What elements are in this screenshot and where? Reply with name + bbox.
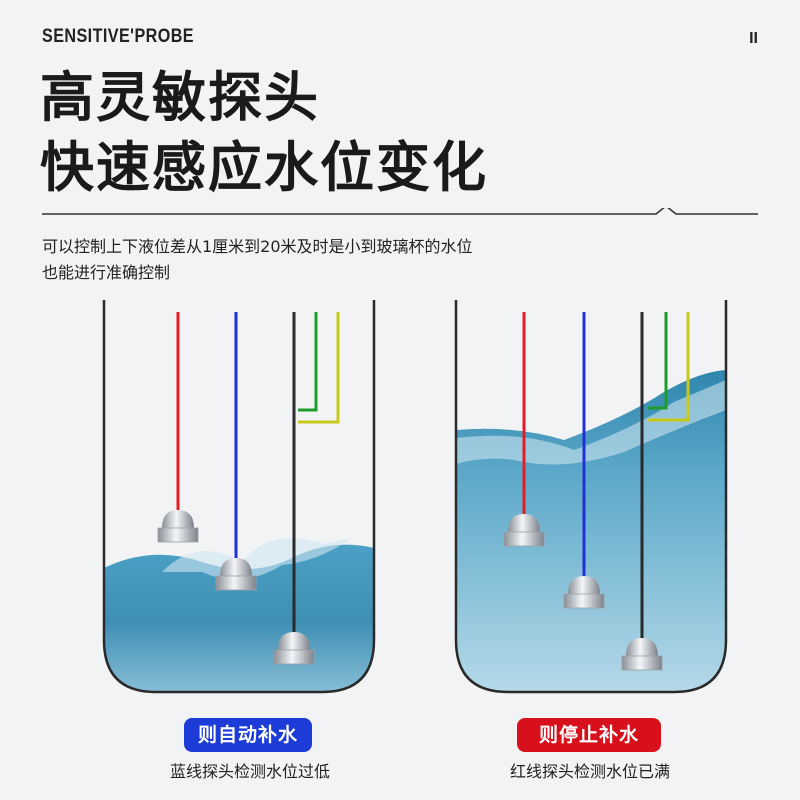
probe-nut-blue — [563, 576, 605, 609]
brand-title: SENSITIVE'PROBE — [42, 26, 195, 47]
green-wire — [648, 312, 668, 410]
probe-illustration-low — [102, 300, 376, 694]
probe-illustration-high — [454, 300, 728, 694]
headline-line-2: 快速感应水位变化 — [40, 136, 488, 199]
probe-nut-red — [503, 514, 545, 547]
yellow-wire — [298, 312, 340, 424]
pause-icon[interactable]: II — [749, 30, 758, 47]
description-line-1: 可以控制上下液位差从1厘米到20米及时是小到玻璃杯的水位 — [42, 237, 473, 256]
badge-auto-refill: 则自动补水 — [184, 718, 312, 752]
green-wire — [298, 312, 318, 412]
divider-line — [42, 208, 758, 215]
probe-nut-black — [621, 638, 663, 671]
probe-nut-red — [157, 510, 199, 543]
caption-full-water: 红线探头检测水位已满 — [509, 762, 670, 781]
yellow-wire — [648, 312, 690, 422]
description-line-2: 也能进行准确控制 — [42, 263, 171, 282]
cup-outline — [102, 300, 376, 694]
headline-line-1: 高灵敏探头 — [40, 66, 320, 129]
badge-stop-refill: 则停止补水 — [517, 718, 661, 752]
probe-nut-black — [273, 632, 315, 665]
probe-nut-blue — [215, 558, 257, 591]
water-splash — [162, 538, 352, 580]
cup-outline — [454, 300, 728, 694]
caption-low-water: 蓝线探头检测水位过低 — [169, 762, 330, 781]
